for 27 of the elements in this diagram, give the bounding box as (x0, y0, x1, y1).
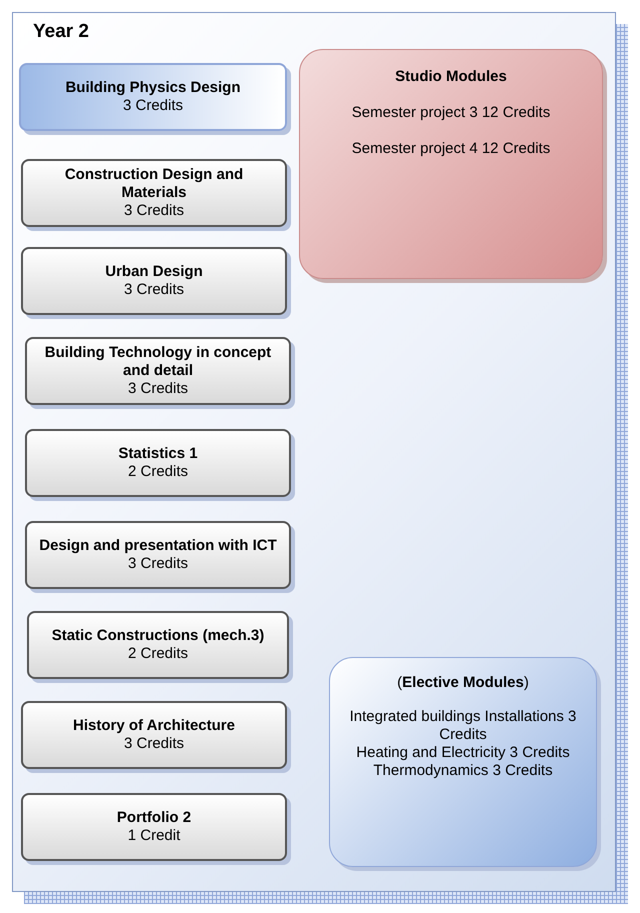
credits-text: Semester project 4 12 Credits (350, 140, 552, 158)
panel-title: Year 2 (33, 23, 89, 41)
module-text: Heating and Electricity 3 Credits (355, 744, 571, 762)
credits-text: 1 Credit (126, 827, 182, 845)
credits-text: 3 Credits (122, 281, 186, 299)
heading: Statistics 1 (117, 445, 199, 463)
heading: Portfolio 2 (116, 809, 192, 827)
credits-text: 3 Credits (126, 380, 190, 398)
module-text: Integrated buildings Installations 3 Credits (348, 708, 578, 744)
heading: (Elective Modules) (396, 674, 530, 692)
credits-text: 3 Credits (122, 735, 186, 753)
credits-text: 3 Credits (122, 97, 184, 115)
credits-text: Semester project 3 12 Credits (350, 104, 552, 122)
credits-text: 3 Credits (122, 202, 186, 220)
heading: Studio Modules (394, 68, 508, 86)
heading: Static Constructions (mech.3) (50, 627, 266, 645)
heading: Construction Design and Materials (64, 166, 244, 202)
heading: Design and presentation with ICT (38, 537, 278, 555)
credits-text: 2 Credits (126, 463, 190, 481)
heading: History of Architecture (72, 717, 236, 735)
heading: Building Technology in concept and detail (44, 344, 272, 380)
year-panel (12, 12, 616, 892)
module-text: Thermodynamics 3 Credits (372, 762, 554, 780)
heading: Building Physics Design (64, 79, 242, 97)
heading: Urban Design (104, 263, 204, 281)
credits-text: 2 Credits (126, 645, 190, 663)
credits-text: 3 Credits (126, 555, 190, 573)
